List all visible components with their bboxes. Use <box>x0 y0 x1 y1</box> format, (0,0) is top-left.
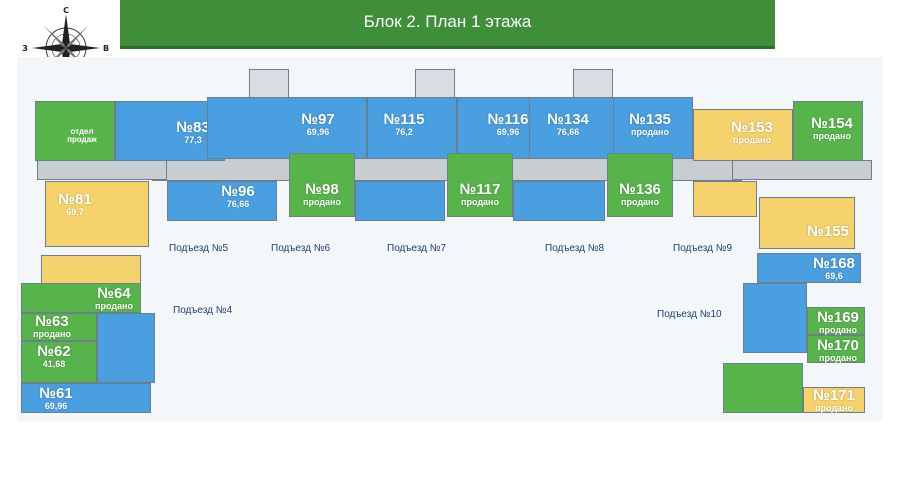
apartment-number: №116 <box>487 111 529 128</box>
apartment-number: №81 <box>58 191 92 208</box>
apartment-number: №170 <box>817 337 859 354</box>
apartment-135[interactable]: №135 продано <box>613 97 693 159</box>
sold-badge: продано <box>33 329 71 339</box>
entrance-9-label: Подъезд №9 <box>673 243 733 254</box>
apartment-63[interactable]: №63 продано <box>21 313 97 341</box>
apartment-115[interactable]: №115 76,2 <box>367 97 457 159</box>
apartment-area: 69,96 <box>496 127 520 137</box>
apartment-62[interactable]: №62 41,68 <box>21 341 97 383</box>
apartment-number: №135 <box>629 111 671 128</box>
apartment-block[interactable] <box>355 181 445 221</box>
apartment-block[interactable] <box>743 283 807 353</box>
apartment-block[interactable] <box>513 181 605 221</box>
apartment-number: №96 <box>221 183 255 200</box>
apartment-number: №134 <box>547 111 589 128</box>
apartment-171[interactable]: №171 продано <box>803 387 865 413</box>
entrance-5-label: Подъезд №5 <box>169 243 229 254</box>
apartment-number: №97 <box>301 111 335 128</box>
apartment-number: №61 <box>39 385 73 402</box>
corridor <box>732 160 872 180</box>
apartment-number: №115 <box>383 111 425 128</box>
compass-west: З <box>22 44 28 53</box>
apartment-number: №168 <box>813 255 855 272</box>
apartment-83[interactable]: №83 77,3 <box>115 101 225 161</box>
apartment-block[interactable] <box>97 313 155 383</box>
sold-badge: продано <box>631 127 669 137</box>
apartment-area: 69,7 <box>66 207 84 217</box>
apartment-area: 41,68 <box>42 359 66 369</box>
apartment-area: 69,6 <box>825 271 843 281</box>
page-title: Блок 2. План 1 этажа <box>363 12 532 31</box>
apartment-block[interactable] <box>41 255 141 285</box>
apartment-154[interactable]: №154 продано <box>793 101 863 161</box>
apartment-area: 69,96 <box>306 127 330 137</box>
apartment-number: №64 <box>97 285 131 302</box>
apartment-area: 69,96 <box>44 401 68 411</box>
sold-badge: продано <box>95 301 133 311</box>
apartment-155[interactable]: №155 <box>759 197 855 249</box>
entrance-7-label: Подъезд №7 <box>387 243 447 254</box>
apartment-area: 76,66 <box>556 127 580 137</box>
apartment-117[interactable]: №117 продано <box>447 153 513 217</box>
title-banner: Блок 2. План 1 этажа <box>120 0 775 49</box>
apartment-area: 76,2 <box>395 127 413 137</box>
apartment-153[interactable]: №153 продано <box>693 109 793 161</box>
apartment-169[interactable]: №169 продано <box>807 307 865 335</box>
apartment-number: №153 <box>731 119 773 136</box>
apartment-81[interactable]: №81 69,7 <box>45 181 149 247</box>
apartment-number: №83 <box>176 119 210 136</box>
apartment-168[interactable]: №168 69,6 <box>757 253 861 283</box>
apartment-block[interactable] <box>693 181 757 217</box>
apartment-area: 77,3 <box>184 135 202 145</box>
entrance-8-label: Подъезд №8 <box>545 243 605 254</box>
apartment-136[interactable]: №136 продано <box>607 153 673 217</box>
apartment-area: 76,66 <box>226 199 250 209</box>
apartment-64[interactable]: №64 продано <box>21 283 141 313</box>
apartment-number: №171 <box>813 387 855 404</box>
apartment-98[interactable]: №98 продано <box>289 153 355 217</box>
apartment-number: №136 <box>619 181 661 198</box>
apartment-96[interactable]: №96 76,66 <box>167 181 277 221</box>
apartment-134[interactable]: №134 76,66 <box>529 97 619 159</box>
sold-badge: продано <box>813 131 851 141</box>
sold-badge: продано <box>303 197 341 207</box>
sold-badge: продано <box>621 197 659 207</box>
sold-badge: продано <box>461 197 499 207</box>
sold-badge: продано <box>733 135 771 145</box>
floor-plan: отдел продаж №83 77,3 №97 69,96 №115 76,… <box>17 57 883 421</box>
sold-badge: продано <box>819 325 857 335</box>
apartment-97[interactable]: №97 69,96 <box>207 97 367 159</box>
apartment-number: №154 <box>811 115 853 132</box>
office-label: отдел продаж <box>67 127 97 145</box>
apartment-number: №169 <box>817 309 859 326</box>
apartment-61[interactable]: №61 69,96 <box>21 383 151 413</box>
apartment-170[interactable]: №170 продано <box>807 335 865 363</box>
apartment-number: №155 <box>807 223 849 240</box>
entrance-4-label: Подъезд №4 <box>173 305 233 316</box>
entrance-6-label: Подъезд №6 <box>271 243 331 254</box>
apartment-block[interactable] <box>723 363 803 413</box>
sold-badge: продано <box>815 403 853 413</box>
apartment-number: №63 <box>35 313 69 330</box>
apartment-number: №62 <box>37 343 71 360</box>
sold-badge: продано <box>819 353 857 363</box>
apartment-office[interactable]: отдел продаж <box>35 101 115 161</box>
compass-east: В <box>103 44 109 53</box>
entrance-10-label: Подъезд №10 <box>657 309 722 320</box>
apartment-number: №98 <box>305 181 339 198</box>
compass-north: С <box>63 6 69 15</box>
corridor <box>37 160 167 180</box>
apartment-number: №117 <box>459 181 501 198</box>
